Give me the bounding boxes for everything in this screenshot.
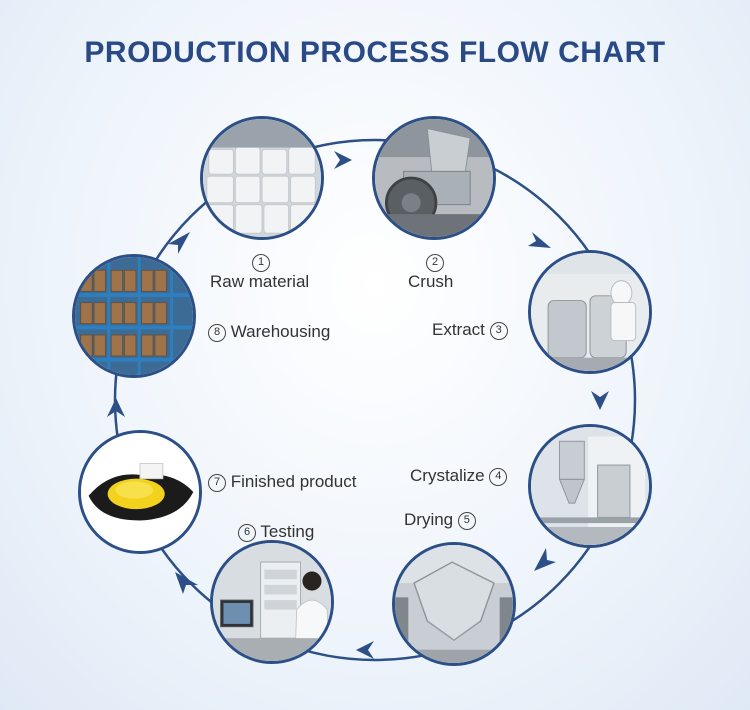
arrow-icon — [591, 391, 609, 410]
step-6-image — [210, 540, 334, 664]
arrow-icon — [534, 548, 556, 571]
step-3-image — [528, 250, 652, 374]
step-2-image — [372, 116, 496, 240]
step-number-badge: 7 — [208, 473, 226, 492]
step-number-badge: 5 — [457, 511, 476, 530]
step-4-image — [528, 424, 652, 548]
arrow-icon — [334, 151, 352, 169]
step-7-image — [78, 430, 202, 554]
step-number-badge: 6 — [238, 523, 256, 542]
raw-material-bags-photo — [203, 119, 321, 237]
lab-testing-photo — [213, 543, 331, 661]
step-6-label: 6 Testing — [238, 522, 314, 542]
page-title: PRODUCTION PROCESS FLOW CHART — [84, 36, 666, 69]
step-8-label: 8 Warehousing — [208, 322, 330, 342]
step-7-label: 7 Finished product — [208, 472, 356, 492]
step-number-badge: 3 — [489, 321, 508, 340]
step-1-image — [200, 116, 324, 240]
step-4-label: Crystalize 4 — [410, 466, 508, 486]
step-8-image — [72, 254, 196, 378]
arrow-icon — [175, 572, 198, 594]
crusher-machine-photo — [375, 119, 493, 237]
arrow-icon — [168, 232, 190, 254]
arrow-icon — [107, 398, 125, 417]
yellow-powder-photo — [81, 433, 199, 551]
step-number-badge: 1 — [252, 253, 270, 272]
step-1-label: 1 Raw material — [210, 252, 309, 292]
crystallizer-tower-photo — [531, 427, 649, 545]
arrow-icon — [356, 641, 374, 659]
step-number-badge: 2 — [426, 253, 444, 272]
drying-mixer-photo — [395, 545, 513, 663]
step-number-badge: 4 — [489, 467, 508, 486]
step-3-label: Extract 3 — [432, 320, 508, 340]
step-2-label: 2 Crush — [408, 252, 453, 292]
step-5-image — [392, 542, 516, 666]
step-number-badge: 8 — [208, 323, 226, 342]
step-5-label: Drying 5 — [404, 510, 476, 530]
warehouse-shelves-photo — [75, 257, 193, 375]
extraction-tank-photo — [531, 253, 649, 371]
arrow-icon — [528, 232, 551, 248]
